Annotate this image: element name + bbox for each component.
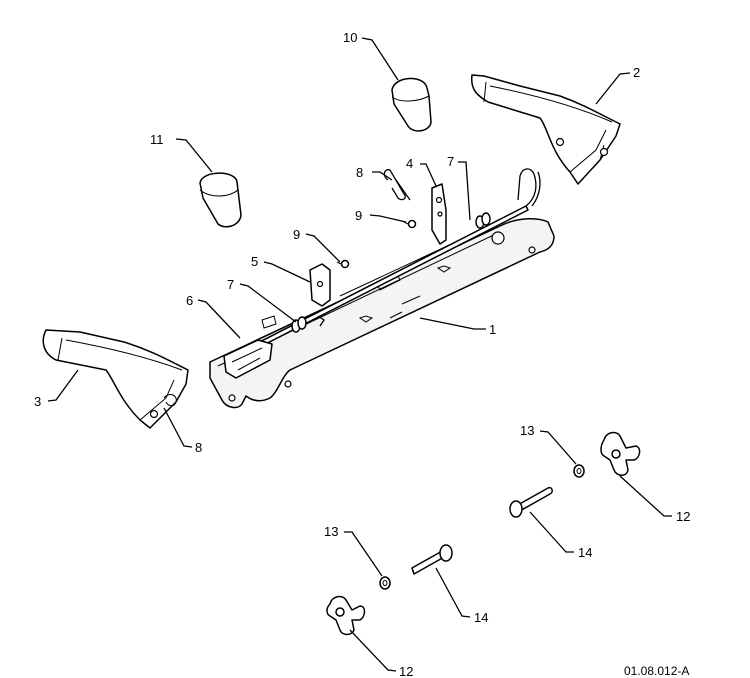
star-knob-part-12-right: [600, 431, 641, 476]
leader-12-left: [349, 629, 397, 672]
nut-part-13-right: [573, 464, 585, 478]
callout-14-right: 14: [578, 545, 592, 560]
callout-8-left: 8: [195, 440, 202, 455]
callout-10: 10: [343, 30, 357, 45]
callout-5: 5: [251, 254, 258, 269]
callout-labels: 10 2 11 8 4 7 9 9 5 7 6 1 3 8 13 12 14 1…: [34, 30, 690, 678]
leader-12-right: [619, 475, 672, 517]
clip-part-8-top: [383, 169, 411, 201]
callout-1: 1: [489, 322, 496, 337]
spring-part-7-left: [291, 315, 325, 333]
leader-7-right: [458, 161, 471, 221]
linkage-part-6: [223, 315, 277, 379]
leader-9-top: [369, 214, 407, 223]
knob-part-10: [391, 77, 432, 132]
callout-9-left: 9: [293, 227, 300, 242]
callout-7-right: 7: [447, 154, 454, 169]
spring-part-7-right: [475, 212, 491, 229]
star-knob-part-12-left: [326, 595, 366, 636]
callout-14-left: 14: [474, 610, 488, 625]
callout-2: 2: [633, 65, 640, 80]
bolt-part-14-left: [411, 544, 453, 575]
bolt-part-14-right: [509, 486, 553, 518]
callout-13-left: 13: [324, 524, 338, 539]
leader-9-left: [305, 233, 341, 263]
leader-lines: [47, 37, 672, 672]
callout-6: 6: [186, 293, 193, 308]
callout-8-top: 8: [356, 165, 363, 180]
leader-8-top: [372, 171, 393, 181]
leader-5: [263, 261, 311, 283]
leader-8-left: [163, 407, 193, 448]
nut-part-13-left: [379, 576, 391, 590]
leader-1: [419, 317, 486, 330]
knob-part-11: [199, 172, 242, 228]
lever-handle-part-2: [470, 74, 621, 185]
leader-3: [47, 369, 79, 402]
callout-7-left: 7: [227, 277, 234, 292]
callout-4: 4: [406, 156, 413, 171]
bracket-part-5: [309, 263, 331, 307]
leader-10: [361, 37, 399, 81]
screw-part-9-left: [336, 259, 350, 269]
callout-9-top: 9: [355, 208, 362, 223]
lever-handle-part-3: [42, 329, 189, 429]
callout-12-right: 12: [676, 509, 690, 524]
leader-11: [175, 138, 213, 173]
callout-13-right: 13: [520, 423, 534, 438]
leader-7-left: [239, 283, 297, 323]
leader-6: [197, 299, 241, 339]
leader-4: [420, 163, 437, 187]
bracket-part-4: [431, 183, 447, 245]
bracket-plate-part-1: [209, 218, 555, 409]
leader-14-right: [529, 511, 574, 553]
screw-part-9-top: [403, 219, 417, 229]
leader-14-left: [435, 567, 471, 618]
drawing-code: 01.08.012-A: [624, 664, 689, 678]
callout-3: 3: [34, 394, 41, 409]
callout-12-left: 12: [399, 664, 413, 678]
callout-11: 11: [150, 132, 164, 147]
leader-13-right: [539, 430, 577, 465]
leader-2: [595, 72, 631, 105]
leader-13-left: [344, 531, 383, 577]
